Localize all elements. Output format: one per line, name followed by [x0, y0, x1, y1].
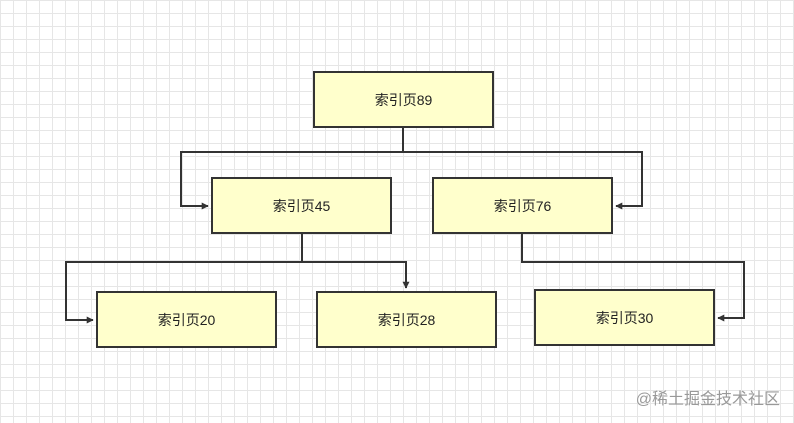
edge-76-to-30	[521, 234, 745, 322]
node-index-page-45: 索引页45	[211, 177, 392, 234]
node-index-page-76: 索引页76	[432, 177, 613, 234]
edge-45-to-28	[302, 261, 410, 289]
node-label: 索引页30	[595, 309, 654, 326]
edge-89-to-45	[180, 128, 404, 210]
node-label: 索引页20	[157, 311, 216, 328]
watermark: @稀土掘金技术社区	[635, 391, 780, 408]
node-label: 索引页45	[272, 197, 331, 214]
edge-89-to-76	[403, 151, 643, 210]
node-index-page-30: 索引页30	[534, 289, 715, 346]
edge-45-to-20	[65, 234, 303, 324]
node-index-page-28: 索引页28	[316, 291, 497, 348]
node-label: 索引页76	[493, 197, 552, 214]
node-index-page-20: 索引页20	[96, 291, 277, 348]
node-index-page-89: 索引页89	[313, 71, 494, 128]
node-label: 索引页28	[377, 311, 436, 328]
node-label: 索引页89	[374, 91, 433, 108]
